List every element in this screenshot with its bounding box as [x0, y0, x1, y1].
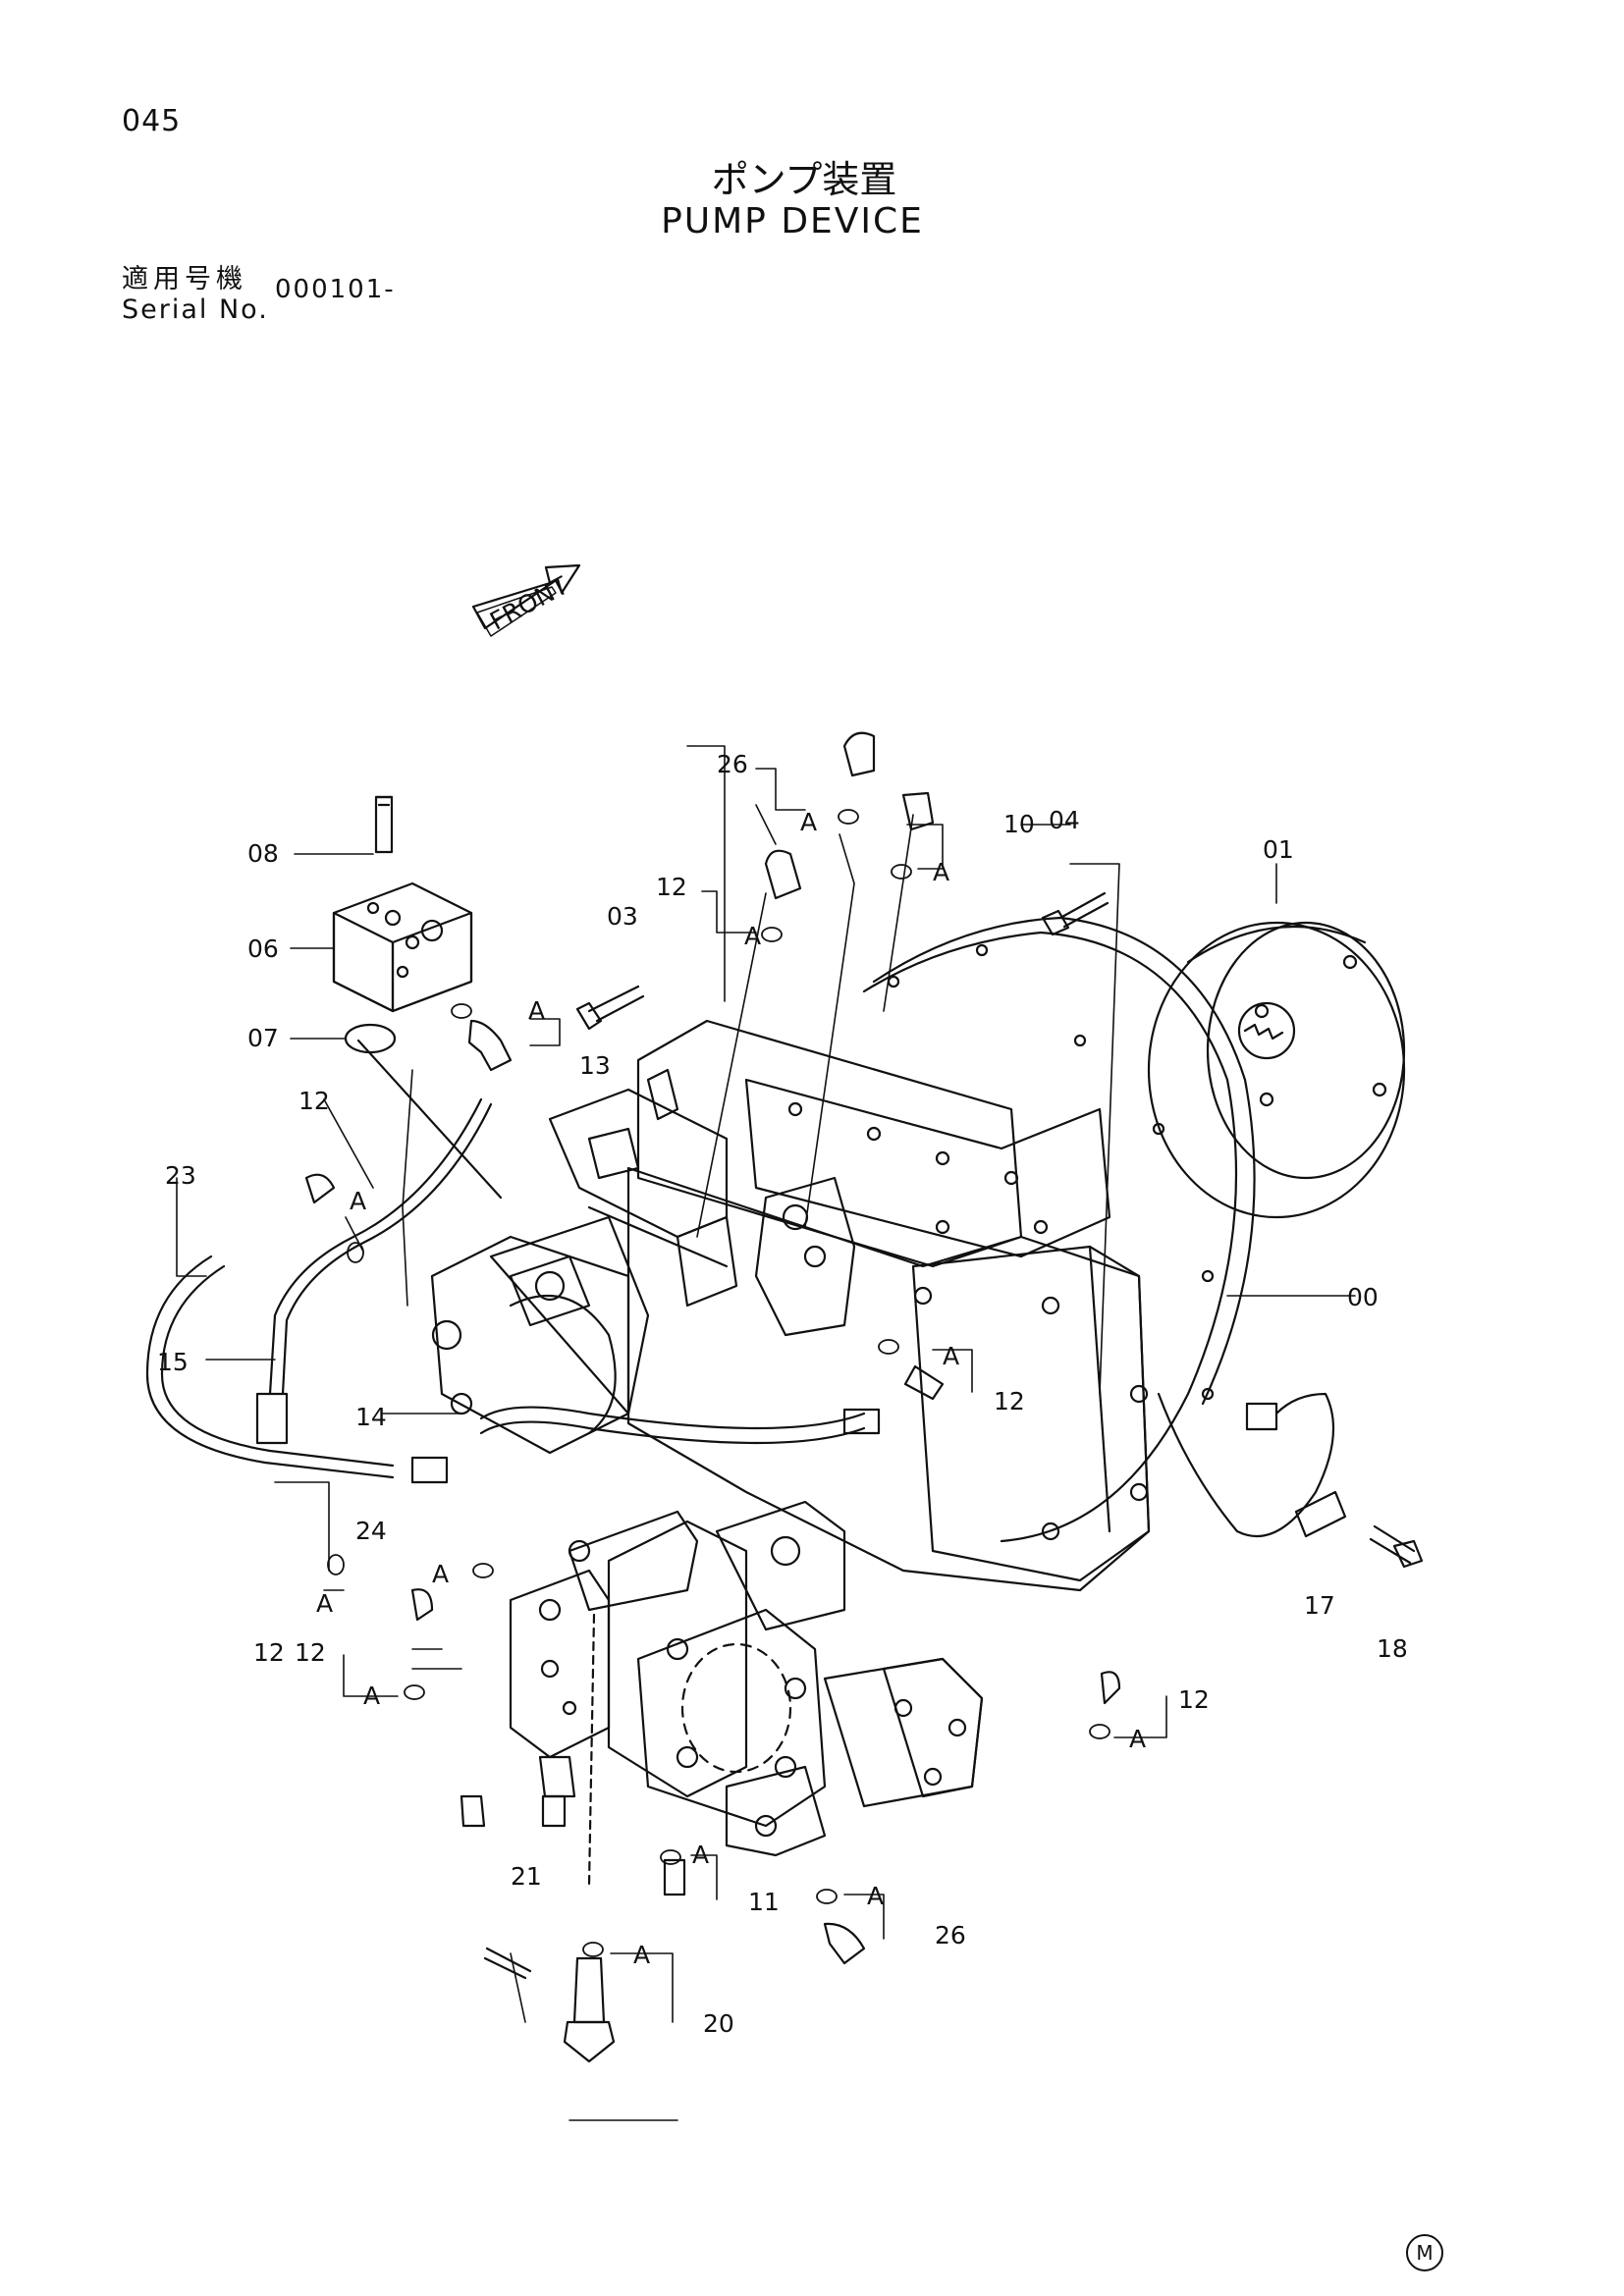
- serial-value: 000101-: [275, 275, 396, 304]
- callout-21: 21: [511, 1862, 542, 1891]
- o-ring: [327, 809, 1110, 1957]
- ring-group-label: A: [943, 1342, 959, 1370]
- callout-13: 13: [579, 1051, 611, 1080]
- callout-24: 24: [355, 1517, 387, 1545]
- callout-08: 08: [247, 839, 279, 868]
- callout-10: 10: [1003, 810, 1035, 838]
- corner-mark: M: [1406, 2234, 1443, 2271]
- front-label: FRONT: [485, 570, 573, 635]
- callout-12: 12: [994, 1387, 1025, 1415]
- ring-group-label: A: [316, 1589, 333, 1618]
- page-number: 045: [122, 104, 182, 138]
- callout-17: 17: [1304, 1591, 1335, 1620]
- pump-housing-flange: [862, 916, 1256, 1543]
- sensor-harness: [1157, 1392, 1424, 1569]
- ring-group-brackets: [274, 768, 1167, 2023]
- rear-pump: [607, 1500, 984, 1857]
- ring-group-labels: A A A A A A A A A A A A A: [316, 808, 1146, 1969]
- callout-26: 26: [717, 750, 748, 778]
- ring-group-label: A: [350, 1187, 366, 1215]
- callout-20: 20: [703, 2009, 734, 2038]
- valve-block: [332, 795, 503, 1200]
- callout-11: 11: [748, 1888, 780, 1916]
- callout-12: 12: [253, 1638, 285, 1667]
- serial-label: Serial No.: [122, 294, 269, 325]
- callout-14: 14: [355, 1403, 387, 1431]
- callout-12: 12: [656, 873, 687, 901]
- ring-group-label: A: [867, 1882, 884, 1910]
- ring-group-label: A: [1129, 1725, 1146, 1753]
- ring-group-label: A: [528, 996, 545, 1025]
- bolt: [575, 891, 1110, 1031]
- callout-12: 12: [295, 1638, 326, 1667]
- callout-12: 12: [1178, 1685, 1210, 1714]
- front-arrow-icon: FRONT: [471, 563, 581, 637]
- part-callouts: 00 01 03 04 06 07 08 10 11 12 12 12 12 1…: [157, 750, 1408, 2038]
- front-pump: [430, 1215, 650, 1455]
- solenoid-valve-block: [509, 1510, 699, 1887]
- main-pump-body: [626, 1019, 1151, 1592]
- callout-15: 15: [157, 1348, 189, 1376]
- page-title-japanese: ポンプ装置: [711, 158, 897, 201]
- serial-label-japanese: 適用号機: [122, 264, 247, 294]
- leader-lines: [176, 745, 1356, 2121]
- callout-01: 01: [1263, 835, 1294, 864]
- callout-04: 04: [1049, 806, 1080, 834]
- regulator-block: [548, 1088, 856, 1337]
- ring-group-label: A: [933, 858, 949, 886]
- callout-00: 00: [1347, 1283, 1379, 1311]
- ring-group-label: A: [633, 1941, 650, 1969]
- page-title: PUMP DEVICE: [661, 201, 924, 241]
- callout-18: 18: [1377, 1634, 1408, 1663]
- ring-group-label: A: [744, 922, 761, 950]
- callout-12: 12: [298, 1087, 330, 1115]
- callout-23: 23: [165, 1161, 196, 1190]
- ring-group-label: A: [363, 1682, 380, 1710]
- ring-group-label: A: [692, 1841, 709, 1869]
- callout-07: 07: [247, 1024, 279, 1052]
- ring-group-label: A: [432, 1560, 449, 1588]
- callout-26: 26: [935, 1921, 966, 1949]
- callout-03: 03: [607, 902, 638, 931]
- coupling-disc: [1147, 921, 1406, 1219]
- hose: [145, 1097, 881, 1484]
- elbow-fitting: [304, 731, 1121, 2063]
- callout-06: 06: [247, 934, 279, 963]
- ring-group-label: A: [800, 808, 817, 836]
